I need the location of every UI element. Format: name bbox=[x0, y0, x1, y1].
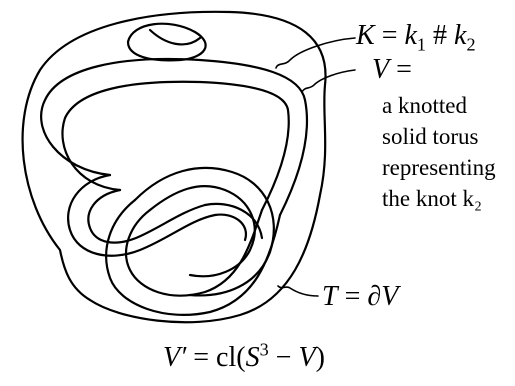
v-leader bbox=[301, 69, 356, 93]
knot-lobe-bottom-inner bbox=[105, 198, 282, 316]
knot-lobe-right bbox=[148, 185, 256, 278]
knot-lobe-bottom bbox=[125, 208, 264, 297]
complement-label: V′ = cl(S3 − V) bbox=[163, 339, 325, 373]
knot-lobe-right-inner bbox=[133, 166, 275, 297]
v-equals-label: V = bbox=[372, 54, 412, 85]
k-equals-label: K = k1 # k2 bbox=[356, 20, 476, 55]
knot-lobe-left-inner bbox=[87, 188, 207, 244]
knot-strand-cross bbox=[213, 213, 248, 242]
v-description: a knotted solid torus representing the k… bbox=[382, 90, 496, 214]
small-knot-loop bbox=[126, 22, 207, 62]
torus-inner-strand bbox=[61, 80, 290, 212]
outer-torus-boundary bbox=[21, 10, 327, 324]
torus-outer-strand bbox=[40, 57, 309, 217]
v-description-line-2: solid torus bbox=[382, 124, 479, 149]
v-description-line-1: a knotted bbox=[382, 93, 467, 118]
t-equals-label: T = ∂V bbox=[322, 281, 399, 312]
v-description-line-4: the knot k₂ bbox=[382, 186, 483, 211]
t-leader bbox=[277, 285, 319, 297]
knot-lobe-left bbox=[67, 173, 217, 257]
small-knot-crossing bbox=[148, 28, 202, 46]
k-leader bbox=[275, 37, 356, 69]
knot-strand-cross-2 bbox=[203, 202, 264, 240]
v-description-line-3: representing bbox=[382, 155, 496, 180]
